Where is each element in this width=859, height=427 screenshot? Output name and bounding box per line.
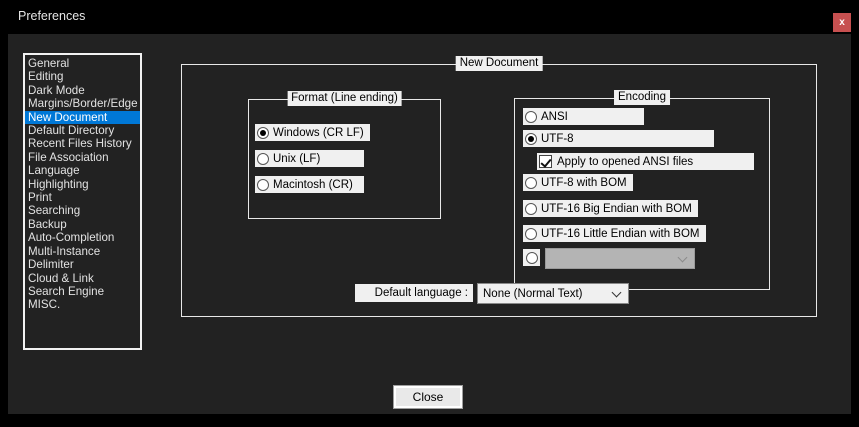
format-group-title: Format (Line ending) bbox=[287, 91, 402, 106]
chevron-down-icon bbox=[677, 252, 688, 263]
radio-icon bbox=[257, 178, 269, 191]
radio-icon bbox=[525, 176, 537, 189]
radio-icon bbox=[257, 126, 269, 139]
close-x-icon: x bbox=[839, 17, 845, 28]
dialog-body: General Editing Dark Mode Margins/Border… bbox=[8, 34, 851, 414]
radio-icon bbox=[257, 152, 269, 165]
close-button[interactable]: Close bbox=[393, 385, 463, 409]
checkbox-icon bbox=[539, 155, 552, 168]
sidebar-item-new-document[interactable]: New Document bbox=[25, 110, 140, 125]
radio-label: UTF-16 Little Endian with BOM bbox=[541, 227, 700, 240]
category-listbox: General Editing Dark Mode Margins/Border… bbox=[23, 53, 142, 350]
checkbox-apply-to-opened-ansi-files[interactable]: Apply to opened ANSI files bbox=[537, 153, 754, 170]
radio-unix-lf[interactable]: Unix (LF) bbox=[255, 150, 364, 167]
default-language-label: Default language : bbox=[355, 284, 473, 302]
radio-windows-crlf[interactable]: Windows (CR LF) bbox=[255, 124, 370, 141]
radio-utf8[interactable]: UTF-8 bbox=[523, 130, 714, 147]
radio-label: UTF-8 bbox=[541, 132, 574, 145]
radio-utf16-le-bom[interactable]: UTF-16 Little Endian with BOM bbox=[523, 225, 706, 242]
window-close-button[interactable]: x bbox=[833, 13, 851, 32]
sidebar-item-default-directory[interactable]: Default Directory bbox=[28, 124, 115, 138]
sidebar-item-language[interactable]: Language bbox=[28, 164, 80, 178]
sidebar-item-search-engine[interactable]: Search Engine bbox=[28, 284, 105, 298]
other-encoding-combobox bbox=[545, 248, 695, 269]
sidebar-item-file-association[interactable]: File Association bbox=[28, 150, 109, 164]
sidebar-item-recent-files-history[interactable]: Recent Files History bbox=[28, 137, 132, 151]
chevron-down-icon bbox=[611, 287, 622, 298]
radio-label: Unix (LF) bbox=[273, 152, 321, 165]
radio-icon bbox=[525, 251, 538, 264]
radio-icon bbox=[525, 132, 537, 145]
sidebar-item-delimiter[interactable]: Delimiter bbox=[28, 258, 74, 272]
radio-icon bbox=[525, 202, 537, 215]
default-language-combobox[interactable]: None (Normal Text) bbox=[477, 283, 629, 304]
new-document-group: New Document Format (Line ending) Window… bbox=[181, 56, 817, 317]
radio-utf8-with-bom[interactable]: UTF-8 with BOM bbox=[523, 174, 633, 191]
sidebar-item-print[interactable]: Print bbox=[28, 191, 52, 205]
radio-icon bbox=[525, 110, 537, 123]
radio-label: Windows (CR LF) bbox=[273, 126, 364, 139]
radio-label: UTF-8 with BOM bbox=[541, 176, 627, 189]
sidebar-item-cloud-link[interactable]: Cloud & Link bbox=[28, 271, 94, 285]
format-line-ending-group: Format (Line ending) Windows (CR LF) Uni… bbox=[248, 91, 441, 219]
sidebar-item-searching[interactable]: Searching bbox=[28, 204, 81, 218]
encoding-group: Encoding ANSI UTF-8 Apply to opened ANSI… bbox=[514, 90, 770, 290]
radio-label: ANSI bbox=[541, 110, 568, 123]
sidebar-item-general[interactable]: General bbox=[28, 57, 70, 70]
combobox-value: None (Normal Text) bbox=[483, 287, 583, 300]
radio-other-encoding[interactable] bbox=[523, 249, 540, 266]
window-title: Preferences bbox=[18, 9, 86, 23]
sidebar-item-dark-mode[interactable]: Dark Mode bbox=[28, 83, 85, 97]
close-button-label: Close bbox=[412, 390, 444, 404]
radio-utf16-be-bom[interactable]: UTF-16 Big Endian with BOM bbox=[523, 200, 698, 217]
sidebar-item-editing[interactable]: Editing bbox=[28, 70, 64, 84]
sidebar-item-highlighting[interactable]: Highlighting bbox=[28, 177, 89, 191]
radio-ansi[interactable]: ANSI bbox=[523, 108, 644, 125]
sidebar-item-misc[interactable]: MISC. bbox=[28, 298, 61, 312]
radio-label: UTF-16 Big Endian with BOM bbox=[541, 202, 692, 215]
radio-macintosh-cr[interactable]: Macintosh (CR) bbox=[255, 176, 364, 193]
radio-icon bbox=[525, 227, 537, 240]
sidebar-item-margins-border-edge[interactable]: Margins/Border/Edge bbox=[28, 97, 138, 111]
checkbox-label: Apply to opened ANSI files bbox=[557, 155, 694, 168]
new-document-group-title: New Document bbox=[455, 56, 543, 71]
sidebar-item-backup[interactable]: Backup bbox=[28, 217, 67, 231]
sidebar-item-auto-completion[interactable]: Auto-Completion bbox=[28, 231, 115, 245]
sidebar-item-multi-instance[interactable]: Multi-Instance bbox=[28, 244, 101, 258]
radio-label: Macintosh (CR) bbox=[273, 178, 353, 191]
encoding-group-title: Encoding bbox=[614, 90, 670, 105]
